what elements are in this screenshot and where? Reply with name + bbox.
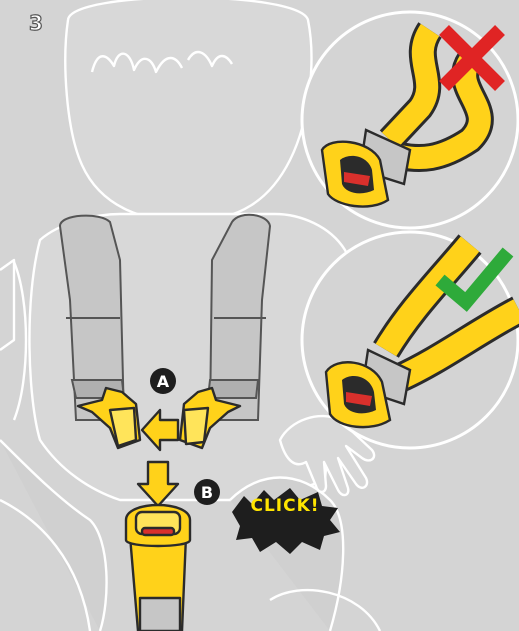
click-text: CLICK! — [235, 496, 335, 516]
crotch-buckle — [126, 505, 190, 631]
step-number: 3 — [29, 11, 43, 35]
label-a: A — [150, 368, 176, 394]
label-b: B — [194, 479, 220, 505]
correct-detail — [302, 232, 519, 448]
